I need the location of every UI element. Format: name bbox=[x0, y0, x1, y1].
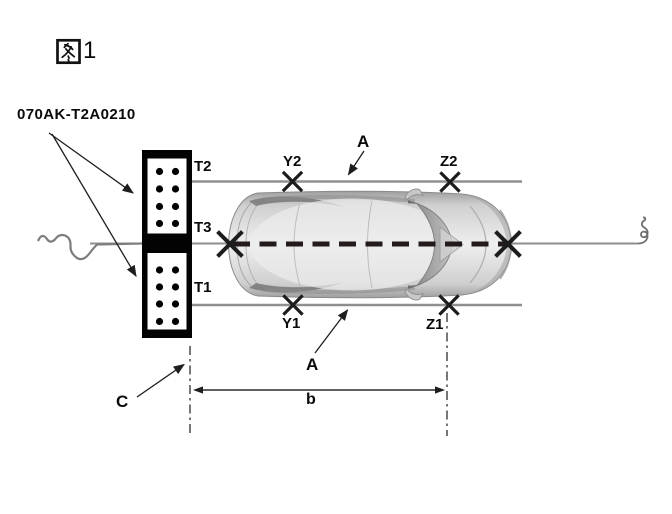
figure-title-cjk-glyph bbox=[56, 38, 81, 65]
label-c: C bbox=[116, 392, 129, 411]
side-mirror-bottom bbox=[404, 288, 424, 301]
left-wavy-cable bbox=[36, 233, 143, 261]
label-t1: T1 bbox=[194, 279, 212, 296]
dimension-b bbox=[193, 386, 445, 394]
label-t2: T2 bbox=[194, 158, 212, 175]
calibration-target-board bbox=[142, 150, 192, 338]
a-bottom-arrow bbox=[314, 309, 349, 354]
x-mark-z2 bbox=[439, 171, 461, 193]
x-mark-z1 bbox=[438, 294, 460, 316]
label-y1: Y1 bbox=[282, 315, 301, 332]
dash-dot-lines bbox=[189, 313, 448, 436]
x-mark-centerline-front bbox=[494, 230, 522, 258]
right-cable-curl bbox=[637, 216, 649, 245]
x-mark-y2 bbox=[281, 170, 304, 193]
leader-arrows bbox=[48, 132, 365, 398]
part-number-arrow-lower bbox=[51, 133, 137, 277]
label-b-dimension: b bbox=[306, 391, 316, 408]
target-panel-upper bbox=[147, 158, 187, 234]
target-dots-lower bbox=[155, 266, 180, 326]
c-arrow bbox=[136, 363, 185, 398]
label-a-bottom: A bbox=[306, 355, 319, 374]
x-mark-y1 bbox=[282, 294, 304, 316]
label-a-top: A bbox=[357, 132, 370, 151]
side-mirror-top bbox=[404, 188, 424, 201]
a-pillar-shade-bottom bbox=[408, 273, 437, 289]
x-mark-centerline-rear bbox=[216, 230, 244, 258]
a-top-arrow bbox=[347, 150, 365, 176]
figure-title: 1 bbox=[56, 38, 96, 65]
measurement-x-marks bbox=[216, 170, 522, 316]
car-top-view bbox=[227, 188, 513, 301]
label-z2: Z2 bbox=[440, 153, 458, 170]
label-t3: T3 bbox=[194, 219, 212, 236]
label-y2: Y2 bbox=[283, 153, 302, 170]
label-z1: Z1 bbox=[426, 316, 444, 333]
part-number-arrow-upper bbox=[48, 132, 134, 194]
front-bumper-shade bbox=[462, 194, 512, 295]
figure-title-digit: 1 bbox=[83, 37, 97, 64]
target-panel-lower bbox=[147, 253, 187, 330]
part-number-label: 070AK-T2A0210 bbox=[17, 106, 136, 123]
a-pillar-shade-top bbox=[408, 200, 437, 216]
target-dots-upper bbox=[155, 167, 180, 228]
